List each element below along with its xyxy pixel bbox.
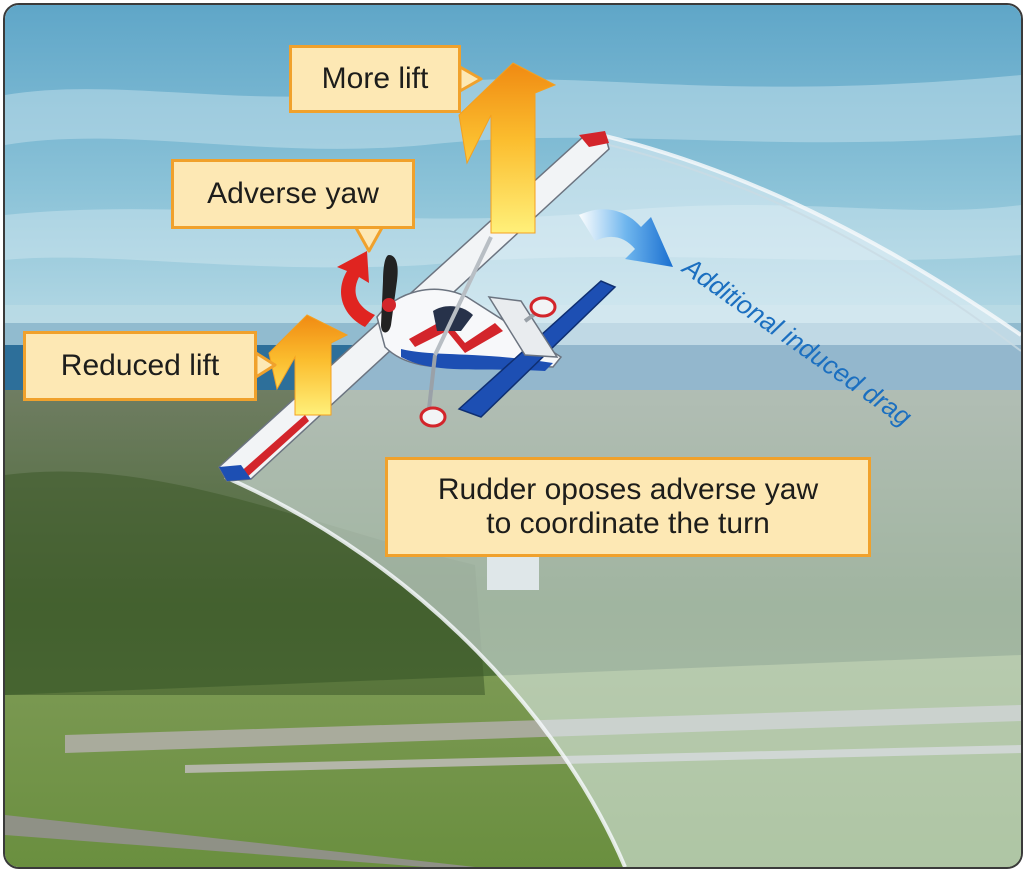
adverse-yaw-callout: Adverse yaw [171, 159, 415, 229]
sweep-edge-upper [600, 133, 1021, 337]
wing-stripe [237, 415, 309, 479]
sweep-edge-upper-outline [608, 144, 1021, 352]
fuselage [376, 288, 563, 368]
wheel [529, 296, 557, 318]
spinner [382, 298, 396, 312]
wing-tip [579, 131, 609, 147]
sweep-edge-lower [224, 475, 627, 867]
landing-gear [427, 354, 437, 410]
tree-cover [5, 471, 485, 695]
rudder-label-line2: to coordinate the turn [486, 507, 770, 540]
more-lift-callout: More lift [289, 45, 461, 113]
aerial-scene: Additional induced drag [5, 5, 1021, 867]
curved-right-arrow-icon [579, 209, 673, 267]
up-arrow-icon [458, 62, 557, 234]
diagram-frame: Additional induced drag More lift Advers… [3, 3, 1023, 869]
fuselage-stripe [409, 319, 503, 353]
rudder-label-line1: Rudder oposes adverse yaw [437, 472, 819, 506]
reduced-lift-label: Reduced lift [60, 348, 220, 382]
wheel [419, 406, 447, 428]
adverse-yaw-label: Adverse yaw [207, 176, 379, 210]
runway [5, 815, 475, 867]
propeller [381, 255, 398, 333]
rudder-callout: Rudder oposes adverse yaw to coordinate … [385, 457, 871, 557]
wing-tip [219, 465, 251, 481]
wing-strut [433, 236, 493, 356]
curved-arrow-icon [337, 251, 375, 327]
vertical-stabilizer [487, 296, 559, 358]
more-lift-label: More lift [321, 61, 429, 95]
reduced-lift-callout: Reduced lift [23, 331, 257, 401]
